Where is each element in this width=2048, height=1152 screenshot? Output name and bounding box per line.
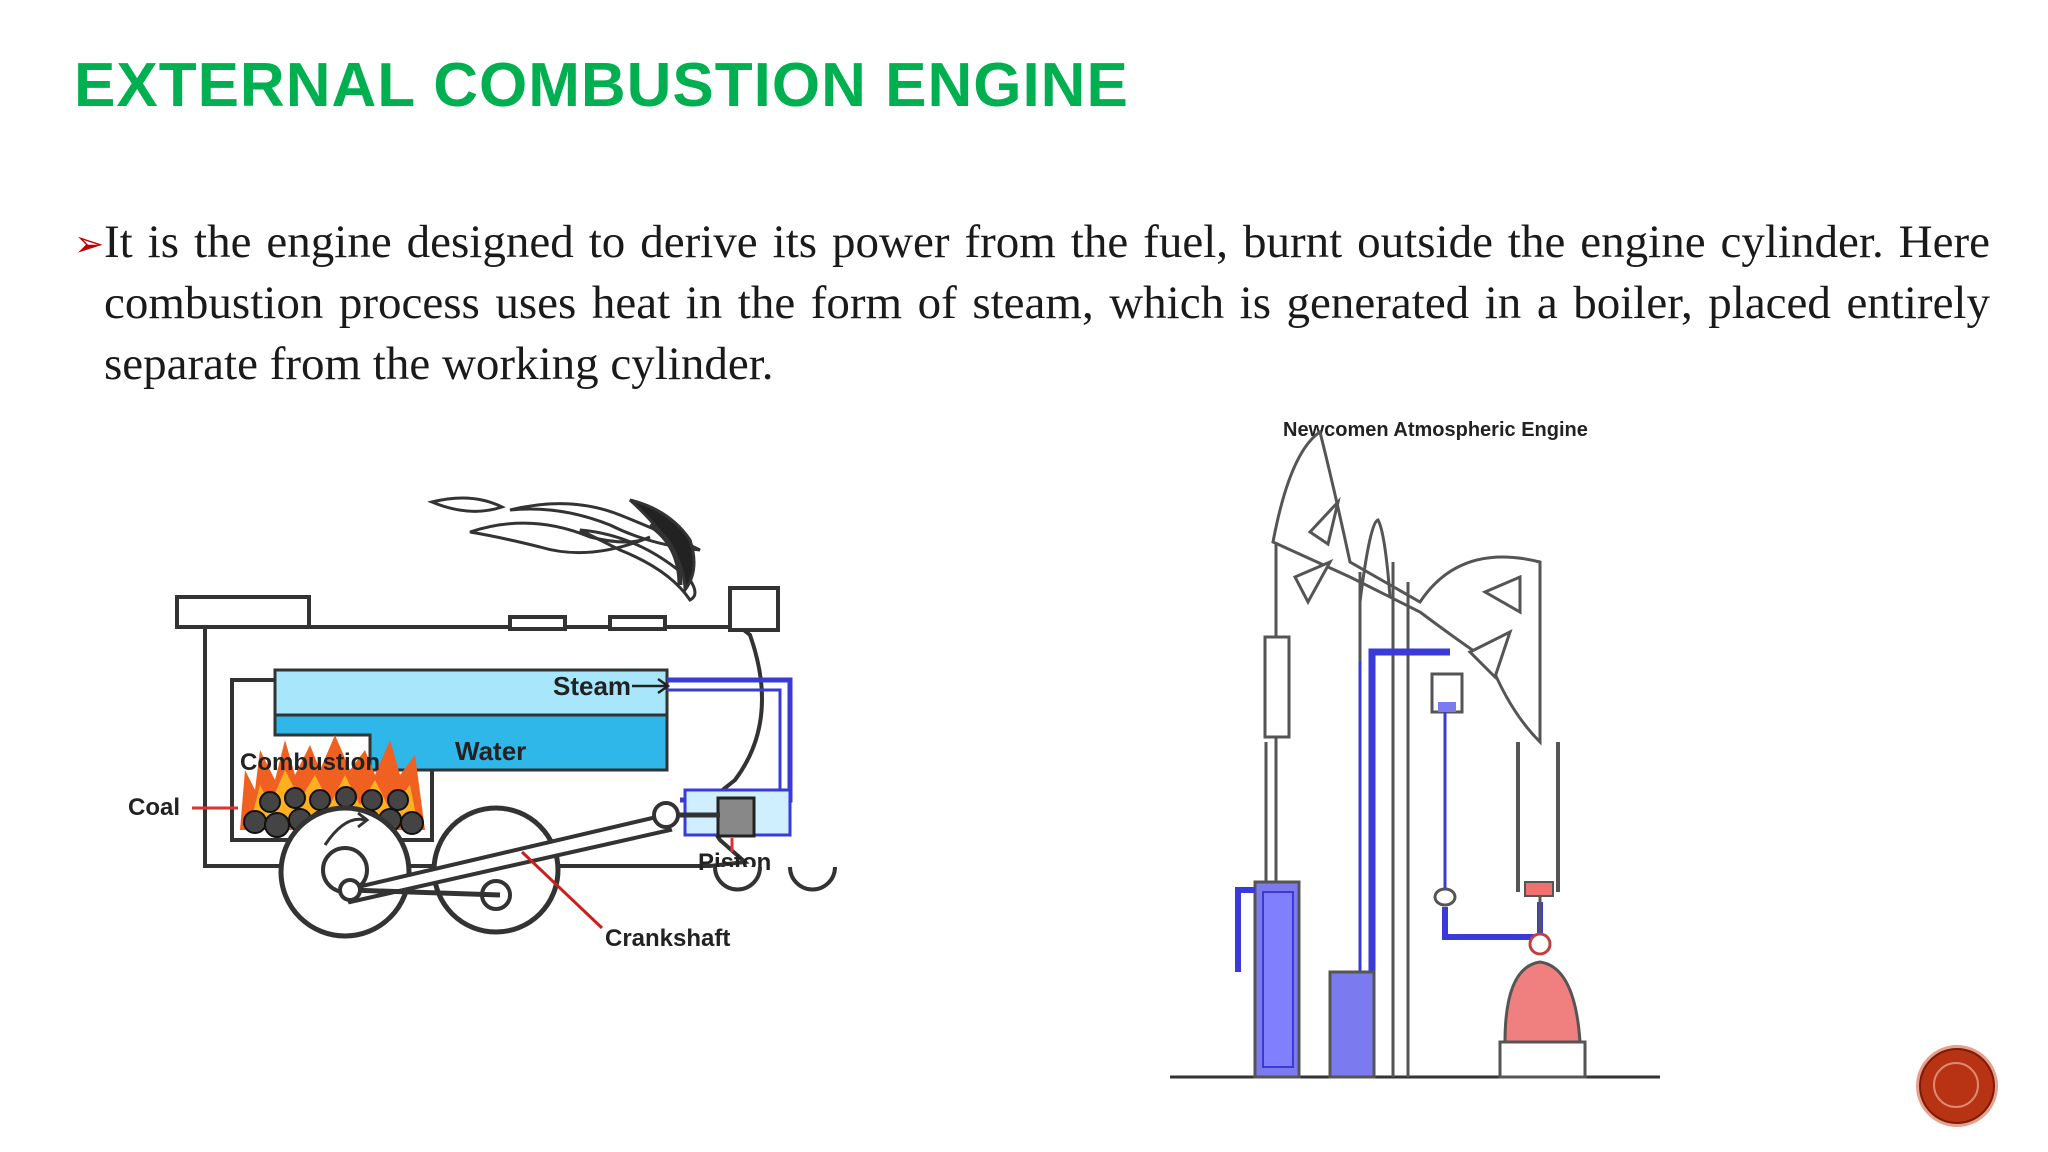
next-slide-button[interactable]	[1916, 1045, 1998, 1127]
locomotive-diagram: Water Steam Piston Combustion Coal	[110, 470, 940, 970]
water-label: Water	[455, 736, 526, 766]
counterweight	[1263, 635, 1291, 739]
smoke-icon	[427, 496, 701, 602]
cab-roof	[175, 595, 311, 629]
dome	[508, 615, 567, 631]
body-text: ➢ It is the engine designed to derive it…	[74, 212, 1990, 395]
arrow-bullet-icon: ➢	[74, 224, 105, 264]
boiler-icon	[1503, 960, 1582, 1044]
piston-icon	[716, 796, 756, 838]
newcomen-engine-diagram: Newcomen Atmospheric Engine	[1160, 412, 1680, 1092]
combustion-label: Combustion	[240, 749, 380, 776]
coal-label: Coal	[128, 794, 180, 821]
crankshaft-label: Crankshaft	[605, 925, 730, 952]
dome	[608, 615, 667, 631]
chimney	[728, 586, 780, 632]
bullet-paragraph: It is the engine designed to derive its …	[104, 216, 1990, 390]
furnace	[1498, 1040, 1587, 1079]
newcomen-caption: Newcomen Atmospheric Engine	[1283, 419, 1588, 441]
steam-cylinder	[1524, 881, 1554, 897]
cistern	[1328, 970, 1376, 1079]
steam-label: Steam	[553, 671, 631, 701]
slide-title: EXTERNAL COMBUSTION ENGINE	[74, 51, 1129, 120]
bullet-item: ➢ It is the engine designed to derive it…	[74, 212, 1990, 395]
water-pipe	[1368, 648, 1450, 972]
